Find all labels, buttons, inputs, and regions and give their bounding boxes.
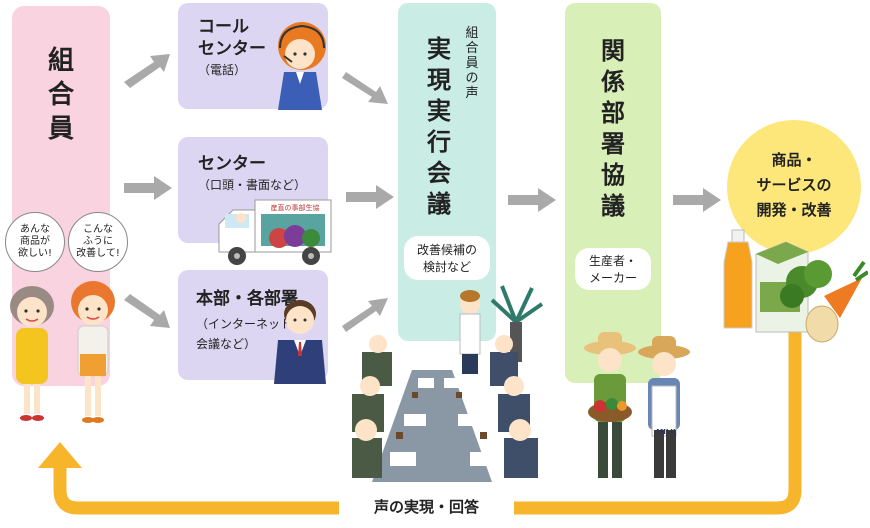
arrows-channels-to-council: [342, 72, 394, 332]
operator-illustration: [278, 22, 326, 110]
businessman-illustration: [274, 300, 326, 384]
products-illustration: [723, 229, 868, 343]
truck-sign: 産直の事部生協: [270, 204, 320, 212]
channel-subtitle: （インターネット・: [196, 317, 305, 331]
channel-subtitle: （口頭・書面など）: [198, 178, 307, 192]
apron-milk-label: MILK: [656, 428, 676, 436]
departments-note: 生産者・ メーカー: [575, 248, 651, 290]
council-small-title: 組 合 員 の 声: [465, 26, 479, 101]
channel-headquarters-text: 本部・各部署 （インターネット・ 会議など）: [196, 288, 304, 354]
arrow-depts-to-result: [673, 188, 721, 212]
channel-call-center-text: コール センター （電話）: [198, 16, 266, 80]
meeting-illustration: [352, 285, 544, 482]
channel-subtitle: 会議など）: [196, 337, 257, 351]
arrows-members-to-channels: [124, 54, 172, 328]
channel-center-text: センター （口頭・書面など）: [198, 153, 306, 195]
channel-title: 本部・各部署: [196, 289, 298, 309]
departments-panel: [565, 3, 661, 383]
speech-bubble-2: こんな ふうに 改善して!: [68, 212, 128, 272]
departments-title: 関 係 部 署 協 議: [601, 37, 625, 220]
council-title: 実 現 実 行 会 議: [427, 35, 451, 218]
members-title: 組 合 員: [47, 46, 74, 144]
speech-bubble-1: あんな 商品が 欲しい!: [5, 212, 65, 272]
arrow-council-to-depts: [508, 188, 556, 212]
producers-illustration: [584, 332, 690, 478]
delivery-truck-illustration: [218, 199, 332, 265]
council-note: 改善候補の 検討など: [404, 236, 490, 280]
channel-title: コール: [198, 17, 249, 37]
council-panel: [398, 3, 496, 341]
feedback-label: 声の実現・回答: [339, 496, 514, 518]
member-woman-illustration: [10, 286, 54, 421]
result-text: 商品・ サービスの 開発・改善: [756, 151, 832, 219]
channel-title: センター: [198, 39, 266, 59]
member-girl-illustration: [71, 281, 115, 423]
result-circle: [727, 120, 861, 254]
channel-title: センター: [198, 154, 266, 174]
channel-subtitle: （電話）: [198, 63, 247, 77]
